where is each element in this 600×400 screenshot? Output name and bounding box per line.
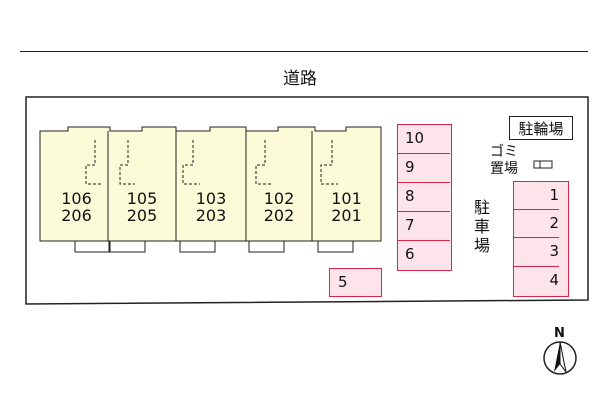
entrance-outline [85,140,103,185]
parking-space-6: 6 [405,245,415,263]
parking-space-10: 10 [397,124,450,154]
road-label: 道路 [283,69,317,89]
parking-space-9: 9 [397,153,450,183]
garbage-bin-icon [533,160,553,169]
porch [179,240,216,253]
entrance-outline [320,140,338,185]
apartment-building [39,126,382,242]
parking-column-right [513,181,569,297]
parking-space-3: 3 [513,237,559,267]
porch [248,240,285,253]
porch [109,240,146,253]
porch [317,240,354,253]
parking-space-7: 7 [397,211,450,241]
entrance-outline [119,140,135,185]
entrance-outline [182,140,200,185]
parking-space-4: 4 [549,271,559,289]
parking-space-1: 1 [513,181,559,210]
parking-column-center [397,124,452,271]
north-label: N [554,326,565,341]
bicycle-parking-label: 駐輪場 [509,116,573,140]
parking-space-5: 5 [329,268,382,297]
parking-space-2: 2 [513,209,559,238]
parking-space-8: 8 [397,182,450,212]
porch [74,240,110,253]
road-line [20,51,588,52]
garbage-area-label: ゴミ 置場 [490,144,518,177]
entrance-outline [255,140,272,185]
parking-label: 駐 車 場 [473,198,490,255]
